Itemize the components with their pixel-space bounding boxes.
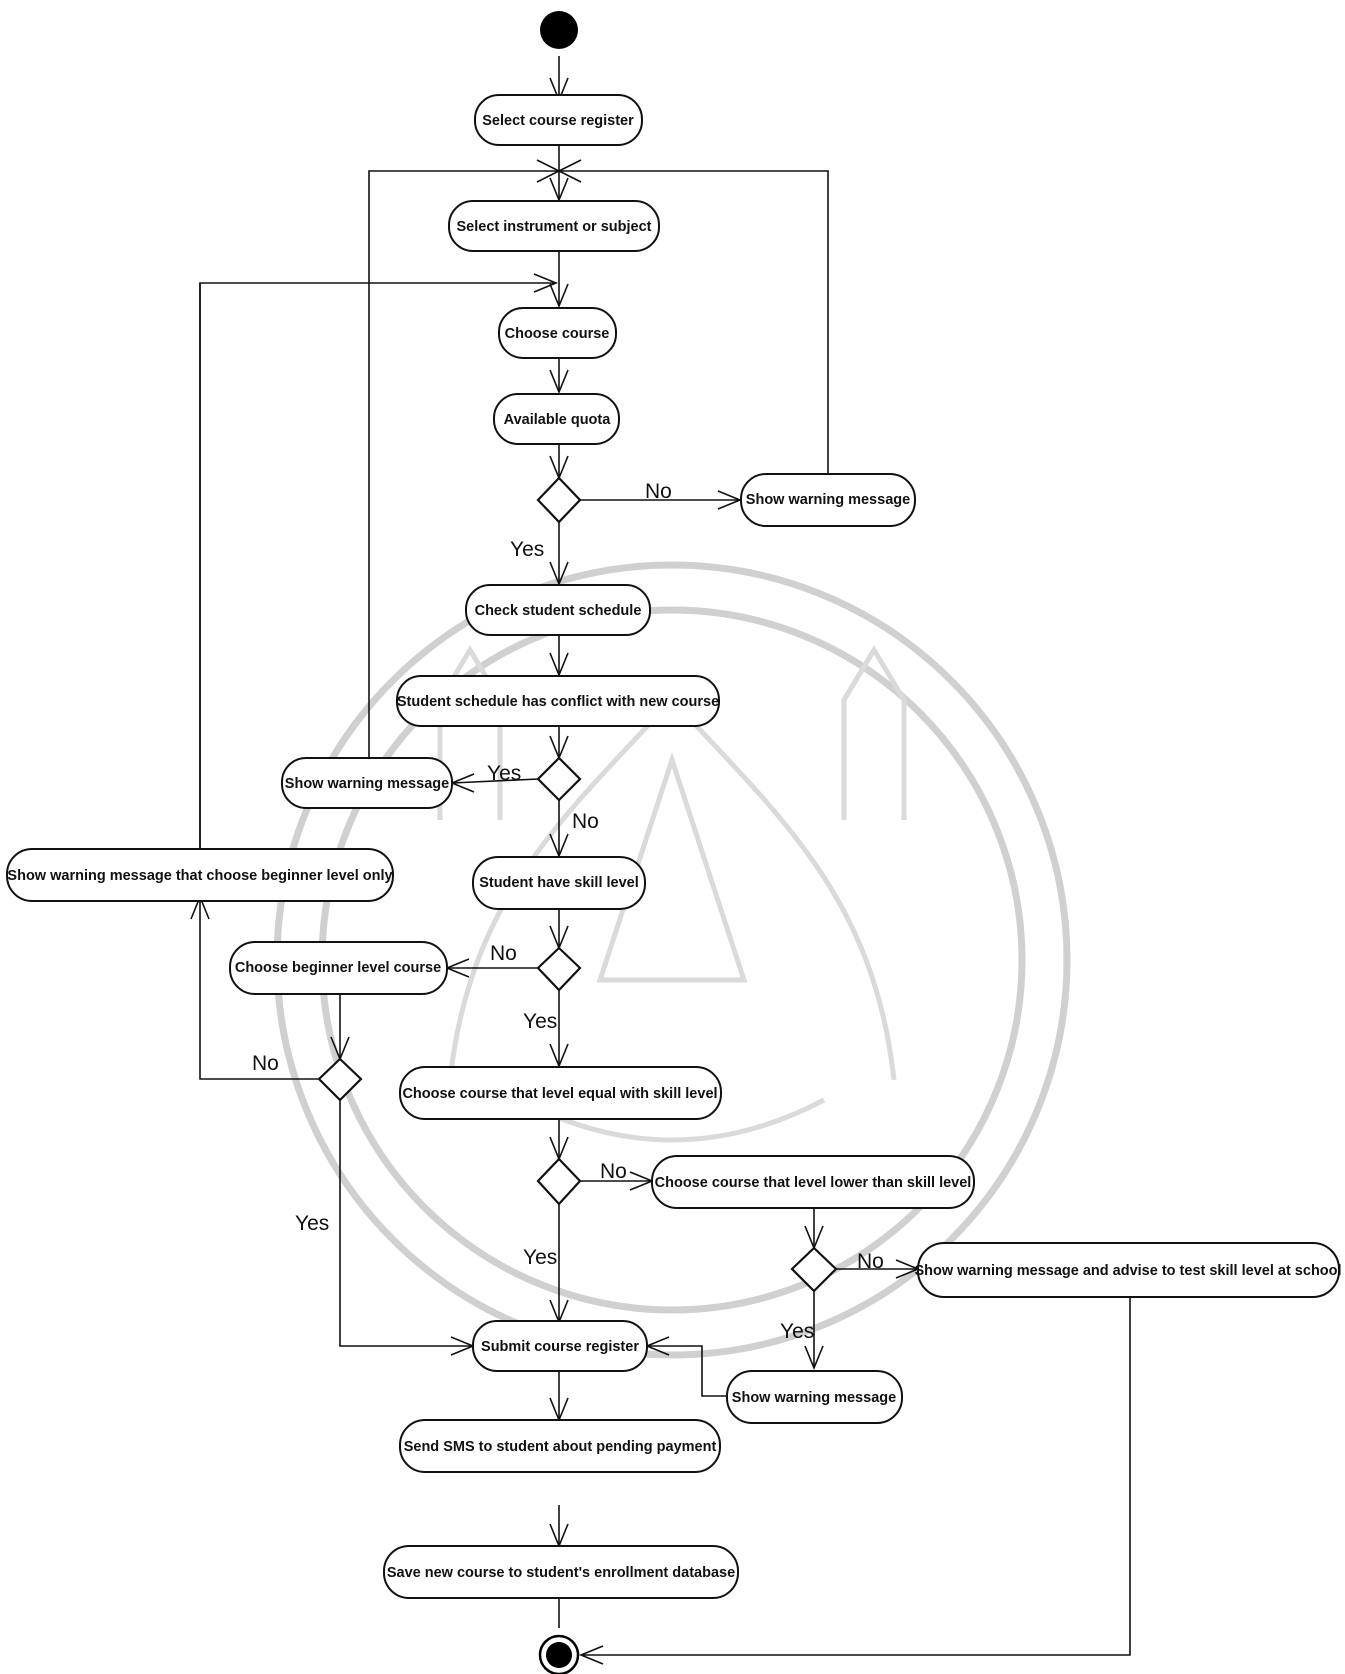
- node-choose-equal: Choose course that level equal with skil…: [399, 1066, 722, 1120]
- initial-node: [540, 11, 578, 49]
- guard-label-skill-no: No: [490, 942, 517, 965]
- node-label: Show warning message: [732, 1390, 896, 1406]
- guard-label-lower-yes: Yes: [780, 1320, 814, 1343]
- guard-label-equal-yes: Yes: [523, 1246, 557, 1269]
- guard-label-beginner-yes: Yes: [295, 1212, 329, 1235]
- decision-quota: [536, 476, 582, 524]
- node-label: Select instrument or subject: [457, 219, 652, 235]
- decision-beginner: [317, 1057, 363, 1102]
- decision-conflict: [536, 756, 582, 802]
- node-check-schedule: Check student schedule: [465, 584, 651, 636]
- node-label: Choose beginner level course: [235, 960, 441, 976]
- node-show-warning-advise: Show warning message and advise to test …: [914, 1242, 1342, 1298]
- decisions: [317, 476, 838, 1293]
- guard-label-quota-yes: Yes: [510, 538, 544, 561]
- node-label: Choose course that level lower than skil…: [655, 1175, 972, 1191]
- node-label: Student have skill level: [479, 875, 639, 891]
- node-label: Show warning message: [746, 492, 910, 508]
- node-save-course: Save new course to student's enrollment …: [383, 1545, 739, 1599]
- guard-label-beginner-no: No: [252, 1052, 279, 1075]
- node-show-warning-lower: Show warning message: [726, 1370, 903, 1424]
- decision-lower: [790, 1246, 838, 1293]
- node-choose-course: Choose course: [498, 307, 617, 359]
- decision-skill: [536, 946, 582, 992]
- guard-label-conflict-yes: Yes: [487, 762, 521, 785]
- decision-equal: [536, 1157, 582, 1206]
- node-send-sms: Send SMS to student about pending paymen…: [399, 1419, 721, 1473]
- node-show-warning-beginner: Show warning message that choose beginne…: [6, 848, 394, 902]
- node-label: Save new course to student's enrollment …: [387, 1565, 735, 1581]
- node-choose-beginner: Choose beginner level course: [229, 941, 448, 995]
- node-label: Show warning message and advise to test …: [914, 1263, 1341, 1279]
- node-schedule-conflict: Student schedule has conflict with new c…: [396, 675, 720, 727]
- node-label: Student schedule has conflict with new c…: [397, 694, 719, 710]
- node-label: Submit course register: [481, 1339, 639, 1355]
- node-submit: Submit course register: [472, 1320, 648, 1372]
- final-node: [546, 1642, 572, 1668]
- guard-label-equal-no: No: [600, 1160, 627, 1183]
- node-label: Check student schedule: [475, 603, 642, 619]
- node-select-course-register: Select course register: [474, 94, 643, 146]
- node-label: Send SMS to student about pending paymen…: [404, 1439, 717, 1455]
- guard-label-skill-yes: Yes: [523, 1010, 557, 1033]
- node-choose-lower: Choose course that level lower than skil…: [651, 1155, 975, 1209]
- node-label: Choose course: [505, 326, 610, 342]
- node-show-warning-quota: Show warning message: [740, 473, 916, 527]
- node-label: Show warning message that choose beginne…: [7, 868, 392, 884]
- node-available-quota: Available quota: [493, 393, 620, 445]
- node-show-warning-conflict: Show warning message: [281, 757, 453, 809]
- node-label: Choose course that level equal with skil…: [402, 1086, 717, 1102]
- node-skill-level: Student have skill level: [472, 856, 646, 910]
- node-label: Show warning message: [285, 776, 449, 792]
- node-select-instrument: Select instrument or subject: [448, 200, 660, 252]
- guard-label-conflict-no: No: [572, 810, 599, 833]
- edges: [199, 56, 1131, 1656]
- node-label: Select course register: [482, 113, 634, 129]
- guard-label-quota-no: No: [645, 480, 672, 503]
- guard-label-lower-no: No: [857, 1250, 884, 1273]
- node-label: Available quota: [504, 412, 612, 428]
